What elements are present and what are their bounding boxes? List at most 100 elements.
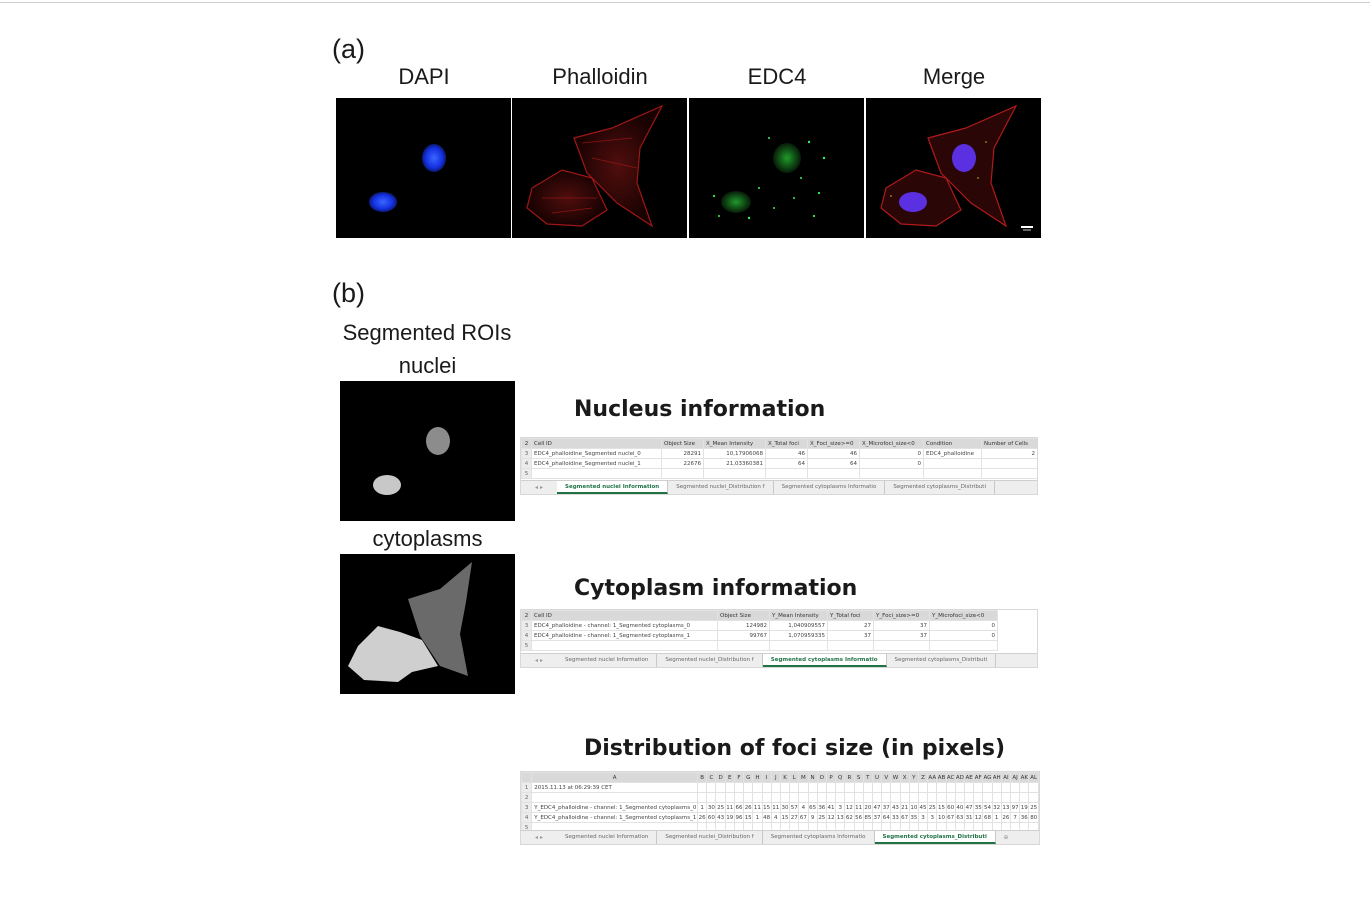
column-letter[interactable]: J — [770, 772, 781, 783]
column-letter[interactable]: AL — [1028, 772, 1039, 783]
table-cell[interactable]: 21,03360381 — [703, 458, 766, 469]
table-cell[interactable]: 43 — [890, 802, 901, 813]
sheet-tab-nuclei-distribution[interactable]: Segmented nuclei_Distribution f — [668, 481, 774, 494]
table-cell[interactable]: 30 — [706, 802, 717, 813]
column-header[interactable]: Cell ID — [531, 610, 718, 621]
table-cell[interactable]: 1,040909557 — [769, 620, 828, 631]
sheet-tab-nuclei-information[interactable]: Segmented nuclei Information — [557, 481, 669, 494]
column-letter[interactable]: G — [743, 772, 754, 783]
table-cell[interactable] — [973, 792, 984, 803]
column-letter[interactable]: X — [899, 772, 910, 783]
table-cell[interactable] — [827, 640, 874, 651]
table-cell[interactable] — [908, 782, 919, 793]
table-cell[interactable] — [733, 792, 745, 803]
table-cell[interactable]: 25 — [715, 802, 726, 813]
column-header[interactable]: Y_Microfoci_size<0 — [929, 610, 998, 621]
table-cell[interactable] — [697, 782, 708, 793]
table-cell[interactable]: 60 — [945, 802, 956, 813]
sheet-tab-cytoplasms-distribution[interactable]: Segmented cytoplasms_Distributi — [874, 831, 996, 844]
sheet-tab-nuclei-information[interactable]: Segmented nuclei Information — [557, 831, 658, 844]
table-cell[interactable] — [890, 782, 901, 793]
table-cell[interactable] — [717, 640, 770, 651]
table-cell[interactable] — [927, 782, 938, 793]
table-cell[interactable] — [929, 640, 998, 651]
corner-cell[interactable] — [521, 772, 533, 783]
table-cell[interactable] — [890, 792, 901, 803]
sheet-tab-cytoplasms-information[interactable]: Segmented cytoplasms Informatio — [774, 481, 886, 494]
table-cell[interactable] — [899, 782, 910, 793]
table-cell[interactable] — [825, 792, 837, 803]
table-cell[interactable]: 25 — [816, 812, 827, 823]
table-cell[interactable] — [789, 792, 800, 803]
table-cell[interactable]: 11 — [752, 802, 763, 813]
column-letter[interactable]: B — [697, 772, 708, 783]
column-letter[interactable]: U — [871, 772, 883, 783]
table-cell[interactable] — [982, 782, 993, 793]
table-cell[interactable]: 96 — [733, 812, 745, 823]
table-cell[interactable]: 37 — [871, 812, 883, 823]
sheet-tab-nuclei-distribution[interactable]: Segmented nuclei_Distribution f — [657, 654, 763, 667]
table-cell[interactable] — [697, 792, 708, 803]
table-cell[interactable]: 13 — [1000, 802, 1011, 813]
table-cell[interactable]: EDC4_phalloidine — [923, 448, 982, 459]
column-letter[interactable]: W — [890, 772, 901, 783]
table-cell[interactable] — [927, 792, 938, 803]
table-cell[interactable]: 4 — [798, 802, 809, 813]
table-cell[interactable] — [798, 782, 809, 793]
table-cell[interactable] — [936, 782, 947, 793]
table-cell[interactable]: 26 — [697, 812, 708, 823]
table-cell[interactable] — [862, 782, 873, 793]
column-letter[interactable]: AE — [963, 772, 975, 783]
table-cell[interactable]: 37 — [827, 630, 874, 641]
table-cell[interactable] — [981, 458, 1037, 469]
table-cell[interactable] — [715, 782, 726, 793]
table-cell[interactable]: 0 — [859, 448, 924, 459]
table-cell[interactable]: 35 — [908, 812, 919, 823]
column-header[interactable]: Number of Cells — [981, 438, 1037, 449]
table-cell[interactable] — [770, 792, 781, 803]
column-letter[interactable]: AB — [936, 772, 947, 783]
sheet-nav-arrows[interactable]: ◂ ▸ — [535, 834, 543, 841]
table-cell[interactable]: 26 — [743, 802, 754, 813]
table-cell[interactable]: 54 — [982, 802, 993, 813]
table-cell[interactable]: 11 — [770, 802, 781, 813]
table-cell[interactable]: 124982 — [717, 620, 770, 631]
table-cell[interactable] — [1028, 782, 1039, 793]
table-cell[interactable] — [761, 792, 772, 803]
table-cell[interactable] — [765, 468, 808, 479]
table-cell[interactable]: 64 — [765, 458, 808, 469]
column-letter[interactable]: AA — [927, 772, 938, 783]
table-cell[interactable] — [963, 782, 975, 793]
table-cell[interactable]: 33 — [890, 812, 901, 823]
table-cell[interactable] — [816, 782, 827, 793]
table-cell[interactable]: 12 — [973, 812, 984, 823]
table-cell[interactable]: 35 — [973, 802, 984, 813]
table-cell[interactable]: 10 — [908, 802, 919, 813]
table-cell[interactable]: 47 — [963, 802, 975, 813]
sheet-tab-nuclei-information[interactable]: Segmented nuclei Information — [557, 654, 658, 667]
column-letter[interactable]: F — [733, 772, 745, 783]
column-header[interactable]: X_Foci_size>=0 — [807, 438, 860, 449]
table-cell[interactable]: 68 — [982, 812, 993, 823]
table-cell[interactable]: EDC4_phalloidine - channel: 1_Segmented … — [531, 620, 718, 631]
table-cell[interactable] — [923, 458, 982, 469]
table-cell[interactable] — [1019, 782, 1030, 793]
table-cell[interactable] — [853, 782, 864, 793]
table-cell[interactable]: 1,070959335 — [769, 630, 828, 641]
table-cell[interactable]: 15 — [936, 802, 947, 813]
column-letter[interactable]: I — [761, 772, 772, 783]
table-cell[interactable]: 12 — [825, 812, 837, 823]
table-cell[interactable] — [825, 782, 837, 793]
table-cell[interactable]: 37 — [881, 802, 892, 813]
column-header[interactable]: Y_Mean Intensity — [769, 610, 828, 621]
table-cell[interactable]: 21 — [899, 802, 910, 813]
table-cell[interactable]: 37 — [873, 630, 930, 641]
table-cell[interactable]: 64 — [881, 812, 892, 823]
column-letter[interactable]: D — [715, 772, 726, 783]
table-cell[interactable]: 7 — [1009, 812, 1021, 823]
table-cell[interactable]: 45 — [917, 802, 929, 813]
table-cell[interactable]: 13 — [835, 812, 846, 823]
column-header[interactable]: Y_Total foci — [827, 610, 874, 621]
table-cell[interactable]: 3 — [917, 812, 929, 823]
column-letter[interactable]: AD — [954, 772, 965, 783]
